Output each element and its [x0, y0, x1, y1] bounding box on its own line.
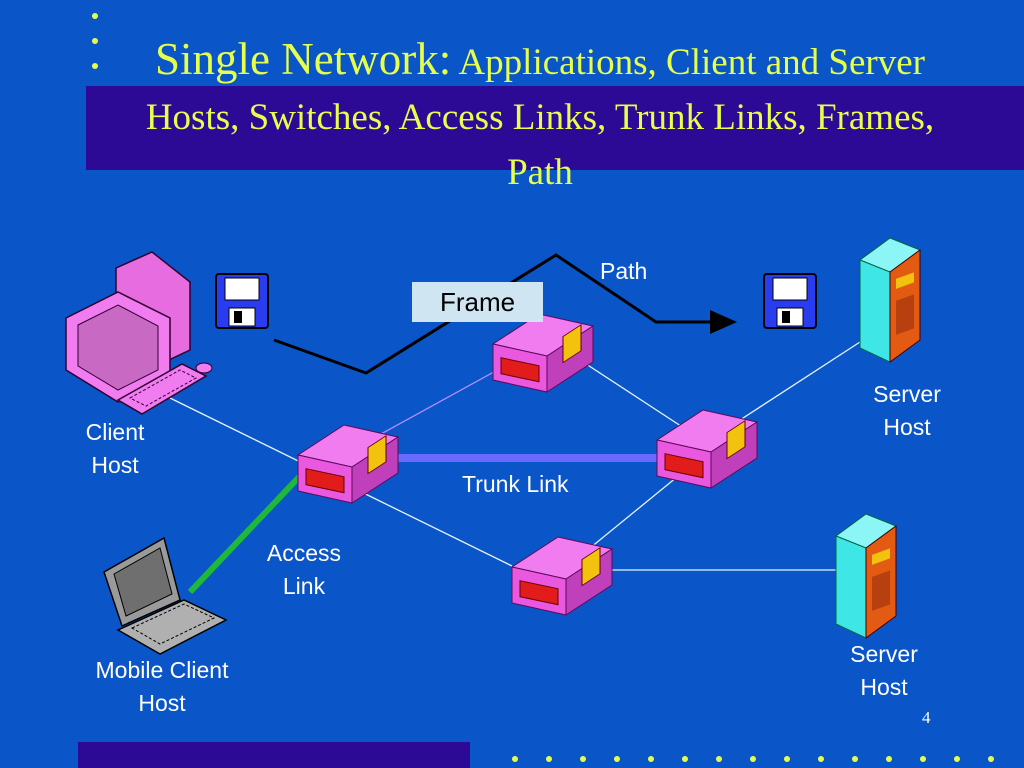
slide-title: Single Network: Applications, Client and… [120, 32, 960, 200]
mobile-client-host-label: Mobile Client Host [95, 657, 229, 716]
title-lead: Single Network: [155, 34, 452, 84]
frame-label: Frame [412, 282, 543, 322]
path-arrow [273, 253, 737, 375]
client-host-label: Client Host [85, 419, 145, 478]
access-link-line [187, 473, 303, 595]
footer-band [78, 742, 470, 768]
desktop-computer-icon [65, 251, 213, 415]
page-number: 4 [922, 708, 931, 727]
path-label: Path [600, 258, 648, 284]
server-host-bottom-label: Server Host [850, 641, 918, 700]
title-rest: Applications, Client and Server Hosts, S… [145, 42, 935, 193]
network-links [169, 341, 861, 571]
access-link-label: Access Link [266, 540, 342, 599]
server-host-top-label: Server Host [873, 381, 941, 440]
title-band [86, 86, 1024, 170]
trunk-link-label: Trunk Link [462, 471, 569, 497]
laptop-computer-icon [103, 536, 228, 655]
